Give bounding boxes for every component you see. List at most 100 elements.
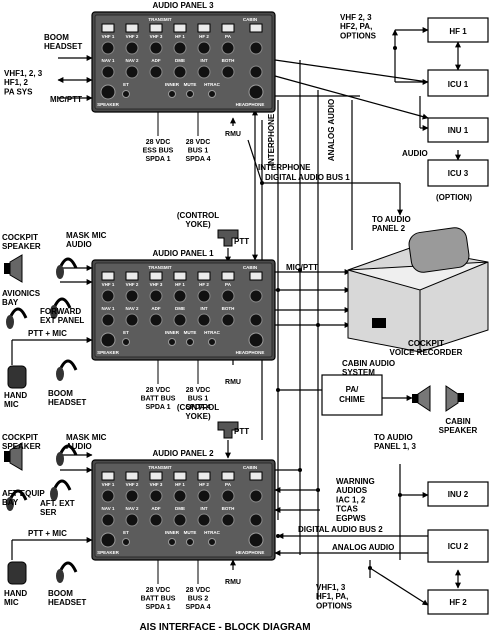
icu1-label: ICU 1 [448,80,469,89]
panel-key-label: BOTH [222,58,235,63]
panel-cabin-label: CABIN [243,17,257,22]
pa-chime-box[interactable]: PA/CHIME [321,374,383,416]
hf2-box[interactable]: HF 2 [427,589,489,615]
transmit-key [101,471,115,481]
inu1-label: INU 1 [448,126,469,135]
panel-key-label: ADF [151,506,160,511]
transmit-key [125,471,139,481]
mic-ptt: MIC/PTT [286,263,318,272]
icu1-box[interactable]: ICU 1 [427,69,489,97]
option: (OPTION) [436,193,472,202]
volume-knob [197,41,211,55]
panel-ctrl-label: INNER [165,82,180,87]
inu2-box[interactable]: INU 2 [427,481,489,507]
pa-chime-label: PA/CHIME [339,385,365,404]
panel-ctrl-label: INNER [165,330,180,335]
panel-ctrl-label: MUTE [184,530,197,535]
volume-knob [197,313,211,327]
volume-knob [249,289,263,303]
headphone-knob [248,532,264,548]
panel-key-label: BOTH [222,306,235,311]
panel-key-label: PA [225,34,232,39]
panel-ctrl-label: HTRAC [204,530,220,535]
panel-ctrl-label: MUTE [184,330,197,335]
panel-ctrl-label: HTRAC [204,330,220,335]
panel-key-label: HF 1 [175,34,185,39]
volume-knob [149,489,163,503]
ptt: PTT [234,427,249,436]
cabin-speaker-icon [412,385,464,412]
transmit-key [197,271,211,281]
volume-knob [221,513,235,527]
volume-knob [149,65,163,79]
inu1-box[interactable]: INU 1 [427,117,489,143]
mic-ptt-top: MIC/PTT [50,95,82,104]
panel-cabin-label: CABIN [243,465,257,470]
volume-knob [249,313,263,327]
panel-key-label: ADF [151,306,160,311]
junction-dots [260,46,402,570]
control-yoke-icon [217,229,239,439]
panel-ctrl-label: ET [123,330,129,335]
panel-key-label: PA [225,282,232,287]
panel-key-label: NAV 2 [126,506,139,511]
panel-key-label: NAV 2 [126,58,139,63]
panel-key-label: HF 2 [199,482,209,487]
ctrl-knob [122,338,130,346]
volume-knob [249,65,263,79]
audio: AUDIO [402,149,428,158]
panel-key-label: DME [175,506,185,511]
interphone-vertical: INTERPHONE [267,113,276,166]
volume-knob [221,313,235,327]
cockpit-speaker-icon-2 [4,442,23,471]
panel-key-label: NAV 2 [126,306,139,311]
volume-knob [101,313,115,327]
volume-knob [197,65,211,79]
volume-knob [173,513,187,527]
volume-knob [221,65,235,79]
icu3-box[interactable]: ICU 3 [427,159,489,187]
volume-knob [197,289,211,303]
panel-speaker-label: SPEAKER [97,102,120,107]
interphone: INTERPHONE [258,163,311,172]
icu2-box[interactable]: ICU 2 [427,529,489,563]
cabin-key [249,23,263,33]
panel-headphone-label: HEADPHONE [236,350,265,355]
panel-transmit-label: TRANSMIT [148,17,171,22]
volume-knob [197,489,211,503]
transmit-key [149,471,163,481]
panel-key-label: VHF 2 [126,34,139,39]
panel-speaker-label: SPEAKER [97,550,120,555]
analog-audio-vertical: ANALOG AUDIO [327,99,336,161]
panel-speaker-label: SPEAKER [97,350,120,355]
transmit-key [173,271,187,281]
rmu-label: RMU [225,579,241,586]
cabin-key [249,271,263,281]
hf1-box[interactable]: HF 1 [427,17,489,43]
panel-key-label: NAV 1 [102,506,115,511]
transmit-key [197,23,211,33]
ctrl-knob [208,538,216,546]
panel-key-label: INT [200,506,208,511]
panel-key-label: HF 1 [175,282,185,287]
volume-knob [173,313,187,327]
